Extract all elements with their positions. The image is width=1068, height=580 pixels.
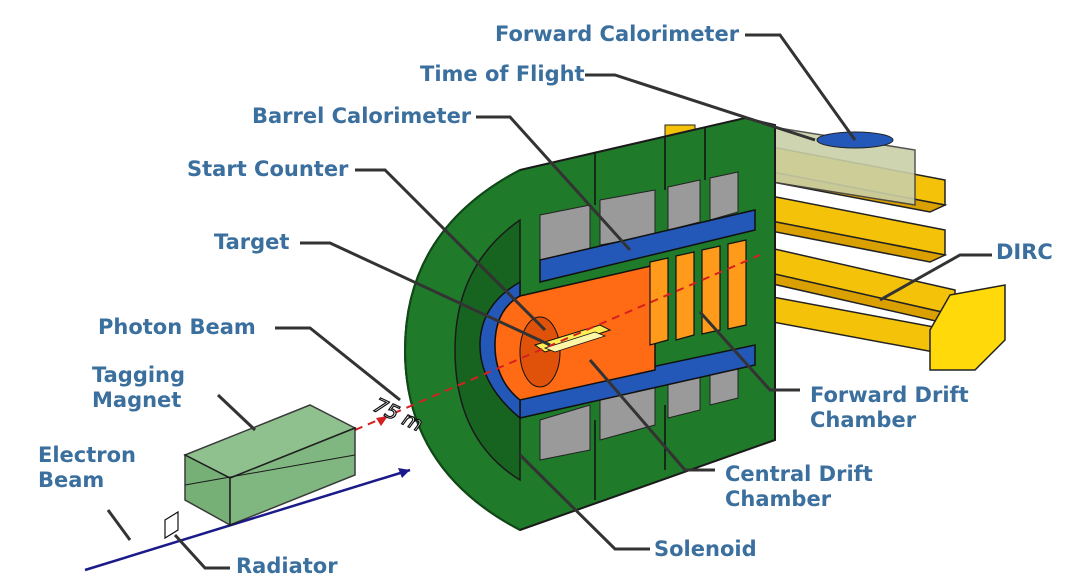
beam-lines: [84, 254, 761, 572]
radiator-foil: [164, 510, 179, 540]
label-radiator: Radiator: [236, 554, 338, 578]
label-electron-beam-line2: Beam: [38, 468, 105, 492]
tagging-magnet: [183, 404, 357, 527]
label-target: Target: [214, 230, 290, 254]
label-forward-calorimeter: Forward Calorimeter: [495, 22, 740, 46]
label-forward-drift-chamber-line1: Forward Drift: [810, 383, 969, 407]
leader-target: [300, 241, 551, 347]
leader-central-drift-chamber: [588, 359, 715, 472]
label-forward-drift-chamber-line2: Chamber: [810, 408, 917, 432]
label-time-of-flight: Time of Flight: [420, 62, 585, 86]
label-central-drift-chamber-line2: Chamber: [725, 487, 832, 511]
label-tagging-magnet-line2: Magnet: [92, 388, 182, 412]
leader-barrel-calorimeter: [476, 115, 632, 252]
label-tagging-magnet-line1: Tagging: [92, 363, 186, 387]
label-start-counter: Start Counter: [187, 157, 349, 181]
leader-electron-beam: [106, 509, 132, 541]
leader-time-of-flight: [585, 73, 816, 142]
leader-start-counter: [355, 168, 547, 332]
leader-dirc: [879, 253, 992, 302]
label-forward-drift-chamber: Forward Drift Chamber: [810, 383, 969, 433]
leader-tagging-magnet: [216, 393, 257, 432]
label-tagging-magnet: Tagging Magnet: [92, 363, 185, 413]
dirc-end-block: [929, 284, 1006, 371]
label-photon-beam: Photon Beam: [98, 315, 256, 339]
label-dirc: DIRC: [996, 240, 1053, 264]
label-electron-beam: Electron Beam: [38, 443, 136, 493]
leader-photon-beam: [275, 326, 401, 402]
leader-forward-drift-chamber: [698, 310, 800, 392]
leader-solenoid: [518, 453, 650, 551]
label-barrel-calorimeter: Barrel Calorimeter: [252, 104, 472, 128]
label-central-drift-chamber-line1: Central Drift: [725, 462, 873, 486]
label-central-drift-chamber: Central Drift Chamber: [725, 462, 873, 512]
label-electron-beam-line1: Electron: [38, 443, 137, 467]
leader-lines: [106, 33, 992, 570]
leader-forward-calorimeter: [745, 33, 857, 141]
label-solenoid: Solenoid: [654, 537, 757, 561]
forward-drift-chamber: [649, 239, 747, 346]
leader-radiator: [173, 533, 230, 570]
